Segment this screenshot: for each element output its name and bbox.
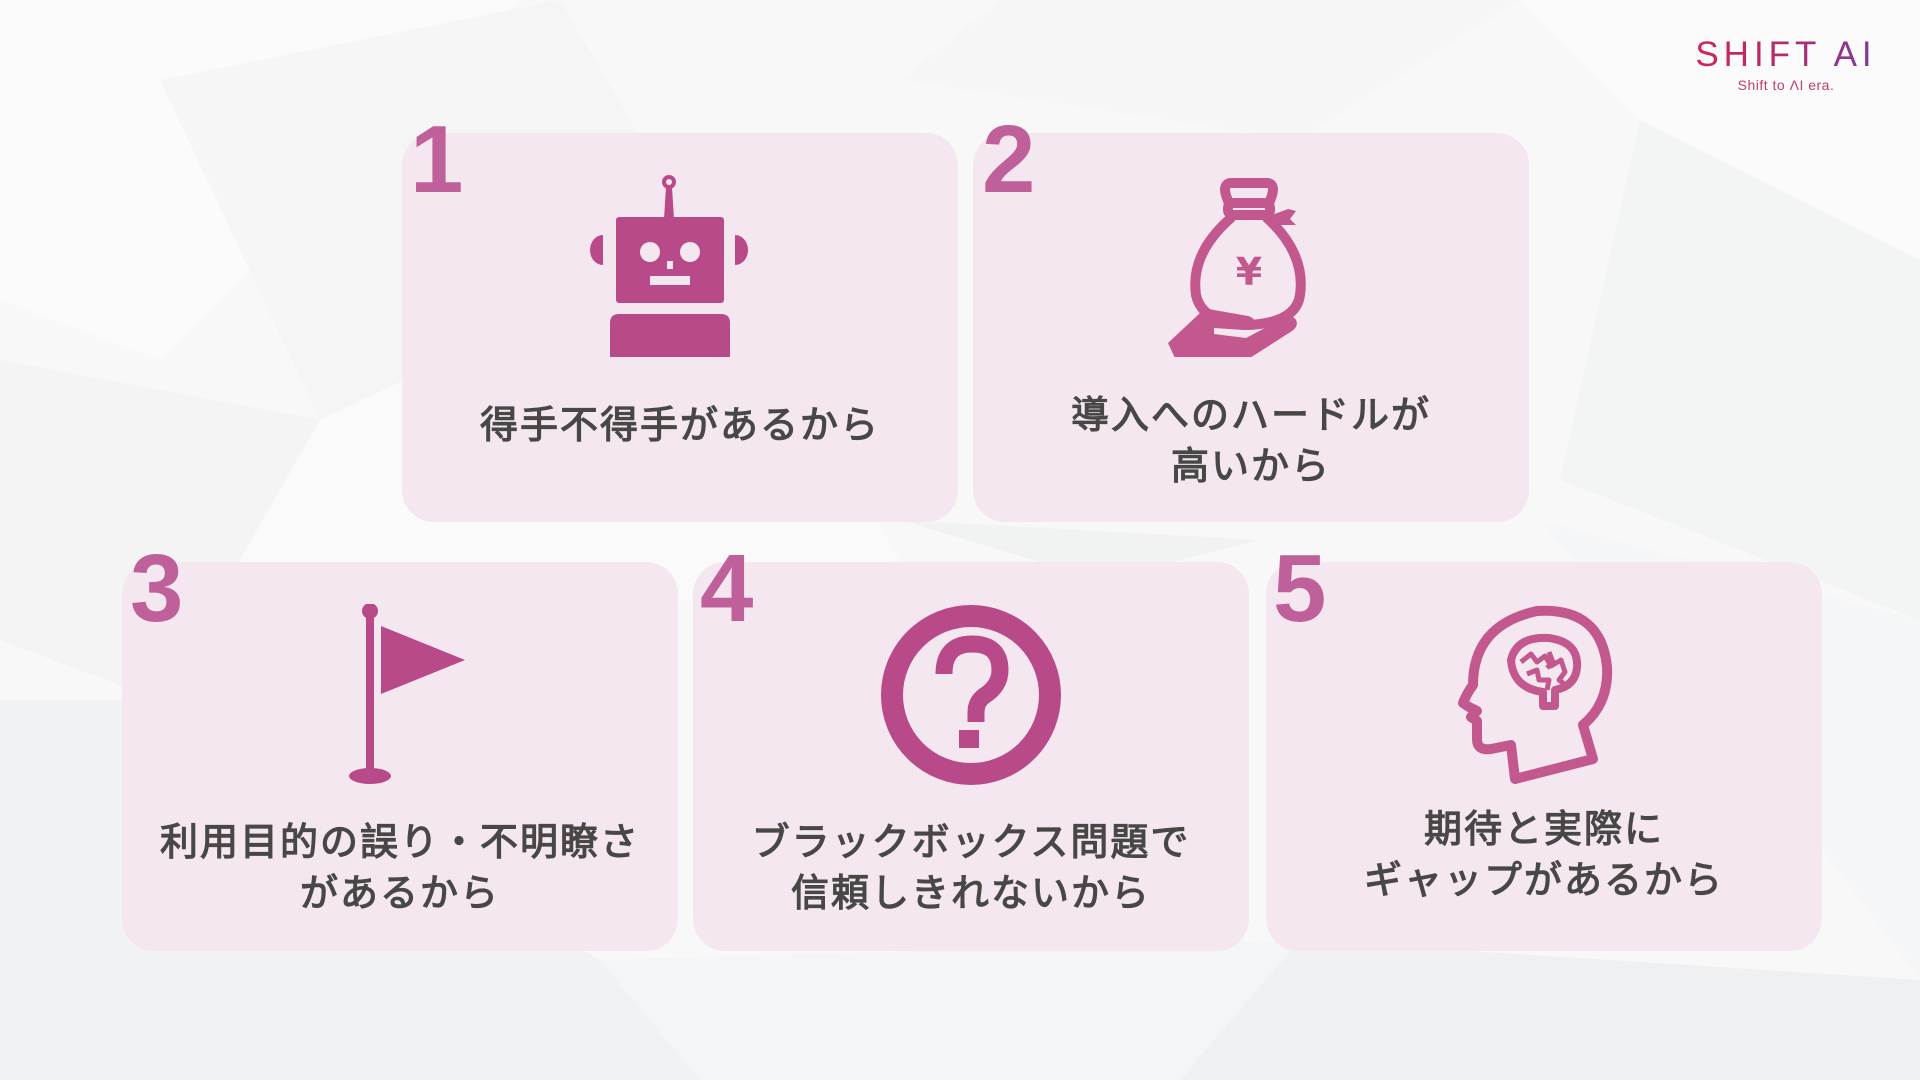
head-brain-icon (1266, 604, 1822, 786)
reason-text-1: 得手不得手があるから (479, 403, 880, 447)
card-number-4: 4 (700, 535, 754, 642)
reason-card-5: 期待と実際に ギャップがあるから (1266, 562, 1822, 951)
reason-text-4: ブラックボックス問題で 信頼しきれないから (751, 820, 1191, 915)
card-number-5: 5 (1273, 535, 1327, 642)
logo-brand-text: SHIFT AI (1690, 36, 1882, 74)
question-circle-icon (693, 604, 1249, 786)
reason-card-1: 得手不得手があるから (402, 133, 958, 522)
logo-tagline: Shift to ΛI era. (1737, 77, 1835, 93)
reason-text-2: 導入へのハードルが 高いから (1070, 393, 1431, 488)
card-number-2: 2 (982, 106, 1036, 213)
flag-icon (122, 604, 678, 786)
reason-card-2: ¥ 導入へのハードルが 高いから (973, 133, 1529, 522)
money-bag-hand-icon: ¥ (973, 175, 1529, 357)
reason-text-3: 利用目的の誤り・不明瞭さ があるから (159, 820, 640, 915)
card-number-1: 1 (410, 106, 464, 213)
card-number-3: 3 (130, 535, 184, 642)
svg-text:¥: ¥ (1236, 250, 1262, 294)
reason-card-3: 利用目的の誤り・不明瞭さ があるから (122, 562, 678, 951)
robot-icon (402, 175, 958, 357)
reason-text-5: 期待と実際に ギャップがあるから (1363, 807, 1724, 902)
reason-card-4: ブラックボックス問題で 信頼しきれないから (693, 562, 1249, 951)
shift-ai-logo: SHIFT AI Shift to ΛI era. (1690, 36, 1882, 94)
